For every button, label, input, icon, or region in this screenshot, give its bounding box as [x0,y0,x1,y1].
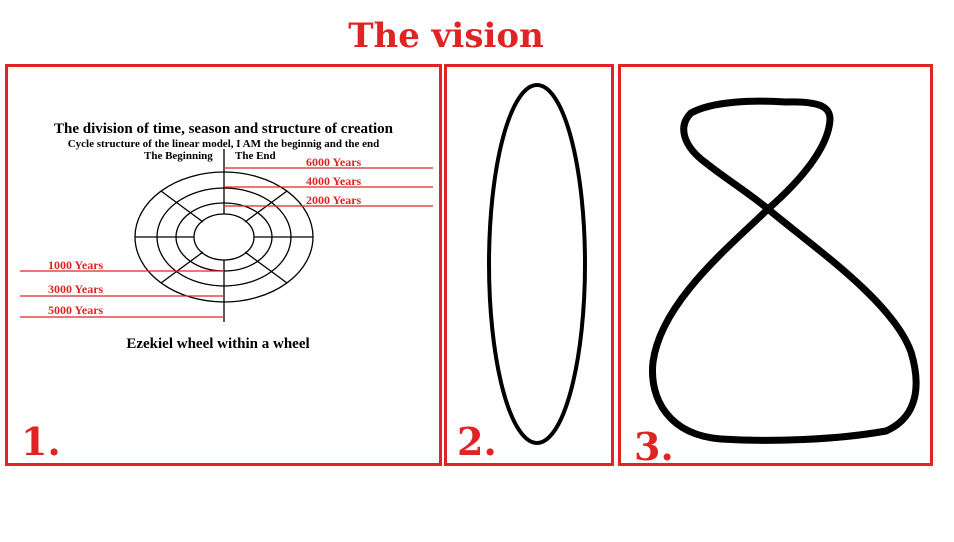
wheel-diagram [20,149,433,322]
ellipse-drawing [487,83,587,445]
vertical-ellipse [487,83,587,445]
label-beginning: The Beginning [144,150,213,162]
panel-wheel-diagram: The division of time, season and structu… [5,64,442,466]
year-label-3000: 3000 Years [48,282,104,296]
year-label-1000: 1000 Years [48,258,104,272]
spoke-lower-left [160,251,204,284]
diagram-title: The division of time, season and structu… [53,121,394,137]
diagram-caption: Ezekiel wheel within a wheel [126,336,310,352]
panel-number-3: 3. [634,424,674,469]
wheel-hub [193,213,255,261]
figure-eight-loop [649,97,920,444]
figure-eight-drawing [649,97,920,444]
spoke-upper-left [160,190,204,223]
diagram-subtitle: Cycle structure of the linear model, I A… [67,138,380,150]
year-label-2000: 2000 Years [306,193,362,207]
panel-number-2: 2. [457,419,497,464]
label-end: The End [235,150,276,162]
spoke-lower-right [244,251,288,284]
year-label-5000: 5000 Years [48,303,104,317]
panel-figure-eight: 3. [618,64,933,469]
wheel-spokes [135,149,313,322]
year-label-6000: 6000 Years [306,155,362,169]
page-title: The vision [348,16,544,56]
year-marker-lines [20,167,433,318]
year-label-4000: 4000 Years [306,174,362,188]
panel-number-1: 1. [21,419,61,464]
panel-ellipse: 2. [444,64,614,466]
